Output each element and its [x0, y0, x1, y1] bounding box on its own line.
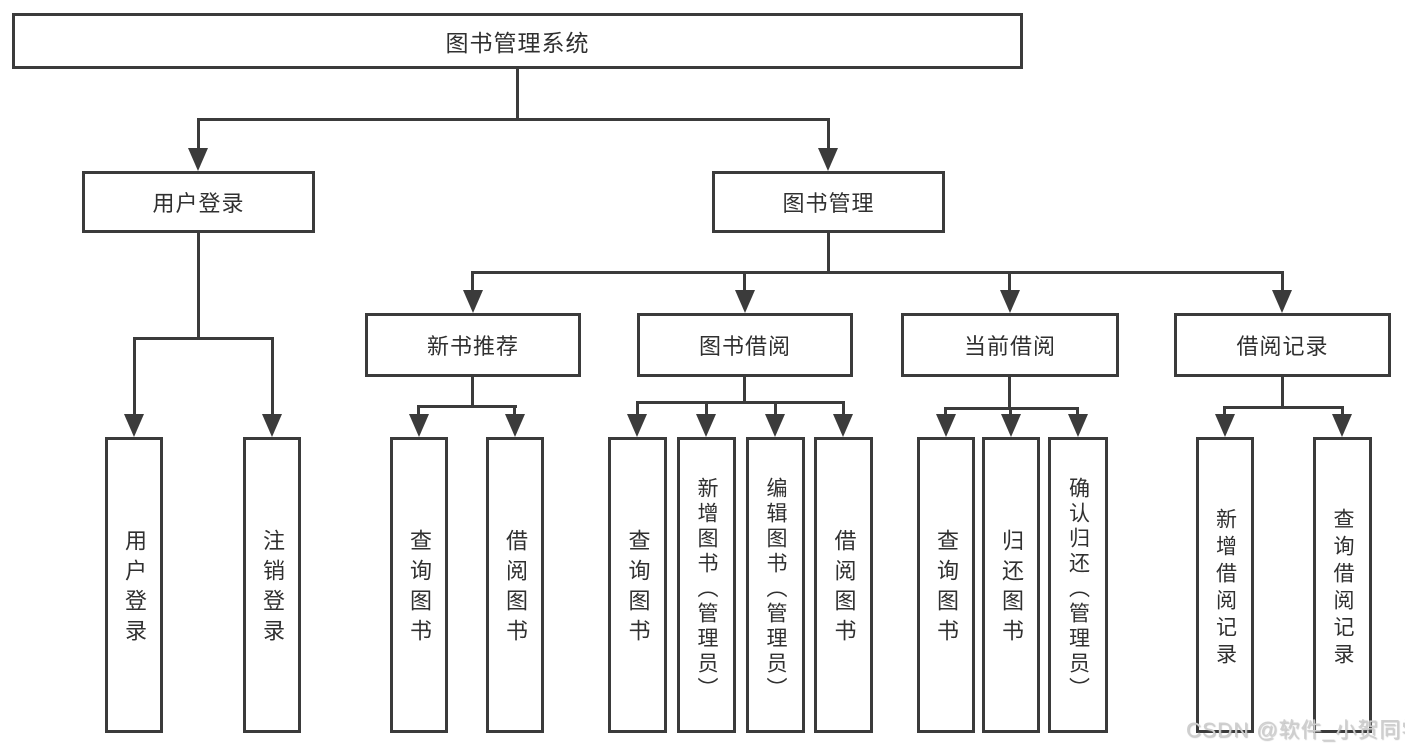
connector-borrowing-drop-2	[705, 401, 708, 416]
node-current-borrowing: 当前借阅	[901, 313, 1119, 377]
leaf-logout: 注销登录	[243, 437, 301, 733]
arrow-down-icon	[627, 414, 647, 437]
connector-book-mgmt-stem	[827, 233, 830, 271]
arrow-down-icon	[765, 414, 785, 437]
leaf-records-query-borrow-record: 查询借阅记录	[1313, 437, 1372, 733]
connector-current-drop-2	[1009, 407, 1012, 416]
leaf-borrowing-query-books: 查询图书	[608, 437, 667, 733]
arrow-down-icon	[1000, 290, 1020, 313]
connector-records-drop-1	[1223, 406, 1226, 416]
arrow-down-icon	[1272, 290, 1292, 313]
node-new-book-recommend: 新书推荐	[365, 313, 581, 377]
connector-recommend-stem	[471, 377, 474, 405]
connector-borrowing-stem	[743, 377, 746, 401]
connector-borrowing-drop-1	[636, 401, 639, 416]
connector-records-rail	[1224, 406, 1344, 409]
connector-user-login-drop-2	[271, 337, 274, 416]
leaf-borrowing-borrow-books: 借阅图书	[814, 437, 873, 733]
leaf-user-login: 用户登录	[105, 437, 163, 733]
connector-user-login-rail	[133, 337, 274, 340]
leaf-borrowing-add-books-admin: 新增图书（管理员）	[677, 437, 736, 733]
connector-recommend-drop-1	[417, 405, 420, 416]
arrow-down-icon	[124, 414, 144, 437]
connector-records-drop-2	[1341, 406, 1344, 416]
arrow-down-icon	[735, 290, 755, 313]
node-book-management: 图书管理	[712, 171, 945, 233]
node-borrow-records: 借阅记录	[1174, 313, 1391, 377]
connector-book-mgmt-rail	[472, 271, 1284, 274]
connector-borrowing-rail	[636, 401, 845, 404]
connector-borrowing-drop-3	[774, 401, 777, 416]
connector-current-stem	[1008, 377, 1011, 407]
leaf-recommend-borrow-books: 借阅图书	[486, 437, 544, 733]
connector-book-mgmt-drop-2	[743, 271, 746, 292]
connector-book-mgmt-drop-1	[471, 271, 474, 292]
connector-root-rail	[197, 118, 830, 121]
leaf-borrowing-edit-books-admin: 编辑图书（管理员）	[746, 437, 805, 733]
connector-book-mgmt-drop-3	[1008, 271, 1011, 292]
connector-user-login-stem	[197, 233, 200, 337]
leaf-records-add-borrow-record: 新增借阅记录	[1196, 437, 1254, 733]
arrow-down-icon	[463, 290, 483, 313]
arrow-down-icon	[1215, 414, 1235, 437]
arrow-down-icon	[1068, 414, 1088, 437]
arrow-down-icon	[936, 414, 956, 437]
arrow-down-icon	[818, 148, 838, 171]
arrow-down-icon	[188, 148, 208, 171]
node-book-borrowing: 图书借阅	[637, 313, 853, 377]
node-library-management-system: 图书管理系统	[12, 13, 1023, 69]
connector-book-mgmt-drop-4	[1281, 271, 1284, 292]
arrow-down-icon	[696, 414, 716, 437]
csdn-watermark: CSDN @软件_小贺同学	[1186, 719, 1405, 742]
connector-root-drop-left	[197, 118, 200, 150]
leaf-current-return-books: 归还图书	[982, 437, 1040, 733]
connector-current-drop-1	[944, 407, 947, 416]
connector-borrowing-drop-4	[842, 401, 845, 416]
arrow-down-icon	[505, 414, 525, 437]
connector-records-stem	[1281, 377, 1284, 406]
arrow-down-icon	[1001, 414, 1021, 437]
leaf-current-query-books: 查询图书	[917, 437, 975, 733]
connector-user-login-drop-1	[133, 337, 136, 416]
arrow-down-icon	[1332, 414, 1352, 437]
leaf-current-confirm-return-admin: 确认归还（管理员）	[1048, 437, 1108, 733]
connector-current-drop-3	[1076, 407, 1079, 416]
connector-recommend-drop-2	[513, 405, 516, 416]
arrow-down-icon	[833, 414, 853, 437]
connector-root-drop-right	[827, 118, 830, 150]
leaf-recommend-query-books: 查询图书	[390, 437, 448, 733]
arrow-down-icon	[262, 414, 282, 437]
arrow-down-icon	[409, 414, 429, 437]
connector-root-stem	[516, 69, 519, 118]
connector-recommend-rail	[418, 405, 517, 408]
node-user-login: 用户登录	[82, 171, 315, 233]
